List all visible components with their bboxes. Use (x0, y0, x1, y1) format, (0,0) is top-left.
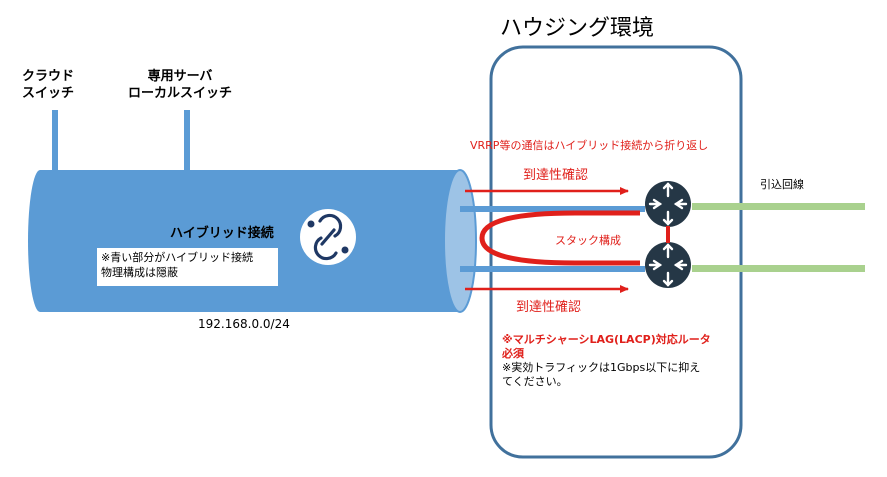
requirements-line: ※マルチシャーシLAG(LACP)対応ルータ (502, 333, 711, 346)
requirements-line: 必須 (502, 347, 524, 360)
housing-environment-box (489, 45, 743, 459)
cloud-switch-label-line: スイッチ (22, 86, 75, 101)
vrrp-note: VRRP等の通信はハイブリッド接続から折り返し (470, 139, 709, 152)
vrrp-loop (479, 210, 640, 266)
reachability-label-top: 到達性確認 (523, 168, 589, 183)
dedicated-switch-label-line: ローカルスイッチ (128, 86, 233, 101)
uplink-label: 引込回線 (760, 178, 804, 191)
cloud-switch-label: クラウド スイッチ (22, 68, 74, 102)
hybrid-note-line: ※青い部分がハイブリッド接続 (101, 251, 253, 264)
housing-title: ハウジング環境 (500, 16, 655, 41)
cloud-switch-link (52, 110, 58, 172)
dedicated-switch-label-line: 専用サーバ (147, 69, 213, 84)
tube-to-router-link (460, 206, 645, 212)
dedicated-switch-label: 専用サーバ ローカルスイッチ (128, 68, 232, 102)
subnet-label: 192.168.0.0/24 (198, 317, 290, 331)
hybrid-connection-label: ハイブリッド接続 (170, 226, 274, 241)
requirements-line: てください。 (502, 375, 568, 388)
hybrid-connection-tube (28, 169, 477, 313)
requirements-line: ※実効トラフィックは1Gbps以下に抑え (502, 361, 701, 374)
router-icon (645, 242, 691, 288)
cloud-switch-label-line: クラウド (22, 69, 75, 84)
hybrid-note: ※青い部分がハイブリッド接続 物理構成は隠蔽 (97, 248, 278, 286)
hybrid-connection-icon (300, 209, 356, 265)
uplink-line (692, 265, 865, 272)
uplink-line (692, 203, 865, 210)
dedicated-switch-link (184, 110, 190, 172)
router-icon (645, 181, 691, 227)
requirements-note: ※マルチシャーシLAG(LACP)対応ルータ 必須 ※実効トラフィックは1Gbp… (502, 333, 711, 389)
stack-label: スタック構成 (555, 234, 621, 247)
tube-to-router-link (460, 266, 645, 272)
reachability-label-bottom: 到達性確認 (516, 300, 582, 315)
hybrid-note-line: 物理構成は隠蔽 (101, 266, 178, 279)
